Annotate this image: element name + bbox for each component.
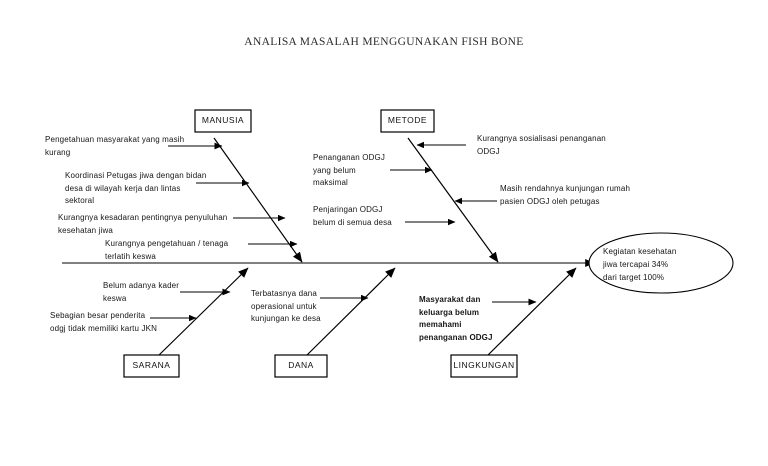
category-box-lingkungan[interactable] [450, 354, 518, 378]
cause-manusia-4: Kurangnya pengetahuan / tenaga terlatih … [105, 239, 229, 261]
effect-ellipse[interactable] [588, 232, 734, 294]
category-box-sarana[interactable] [123, 354, 180, 378]
page-title: ANALISA MASALAH MENGGUNAKAN FISH BONE [244, 36, 524, 48]
category-box-manusia[interactable] [194, 109, 252, 133]
cause-manusia-1: Pengetahuan masyarakat yang masih kurang [45, 135, 185, 157]
cause-dana-1: Terbatasnya dana operasional untuk kunju… [251, 289, 321, 323]
cause-metode-1: Penanganan ODGJ yang belum maksimal [313, 153, 386, 187]
bone-lingkungan [486, 267, 577, 357]
bone-manusia [213, 137, 303, 263]
cause-metode-4: Masih rendahnya kunjungan rumah pasien O… [500, 184, 631, 206]
category-box-dana[interactable] [274, 354, 328, 378]
category-box-metode[interactable] [380, 109, 435, 133]
cause-lingkungan-1: Masyarakat dan keluarga belum memahami p… [419, 295, 493, 342]
category-label-metode: METODE [387, 115, 428, 125]
cause-sarana-2: Sebagian besar penderita odgj tidak memi… [50, 311, 158, 333]
category-label-manusia: MANUSIA [201, 115, 245, 125]
cause-metode-2: Penjaringan ODGJ belum di semua desa [313, 205, 392, 227]
bone-metode [407, 137, 499, 263]
cause-metode-3: Kurangnya sosialisasi penanganan ODGJ [477, 134, 606, 156]
category-label-sarana: SARANA [132, 360, 171, 370]
cause-manusia-3: Kurangnya kesadaran pentingnya penyuluha… [58, 213, 228, 235]
bone-sarana [157, 267, 249, 357]
category-label-lingkungan: LINGKUNGAN [453, 360, 515, 370]
bone-dana [305, 267, 396, 357]
effect-label: Kegiatan kesehatan jiwa tercapai 34% dar… [603, 247, 677, 282]
cause-manusia-2: Koordinasi Petugas jiwa dengan bidan des… [65, 171, 207, 205]
category-label-dana: DANA [288, 360, 314, 370]
cause-sarana-1: Belum adanya kader keswa [103, 281, 180, 303]
